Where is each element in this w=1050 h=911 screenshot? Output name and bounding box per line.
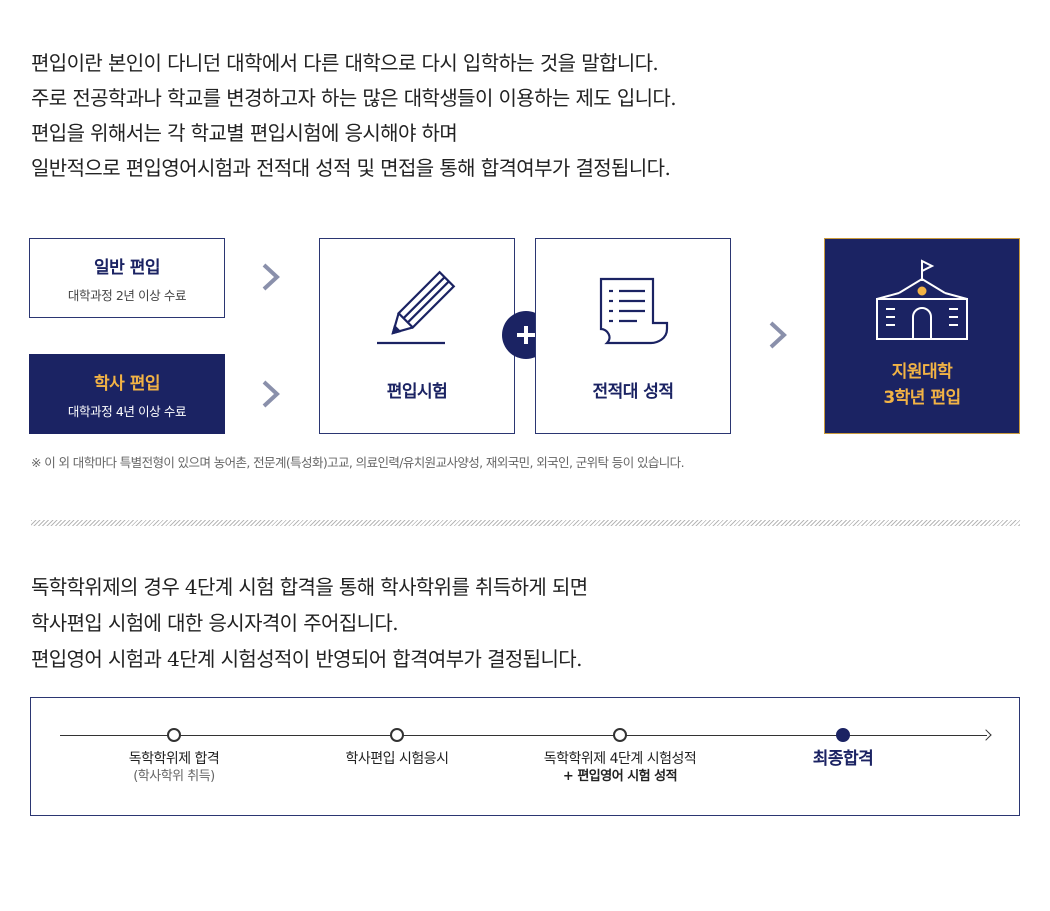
timeline-dot-filled-icon — [836, 728, 850, 742]
section-divider — [31, 520, 1020, 526]
previous-college-grades-label: 전적대 성적 — [592, 382, 674, 402]
pencil-icon — [377, 269, 457, 353]
transfer-exam-box: 편입시험 — [319, 238, 515, 434]
bachelor-transfer-box: 학사 편입 대학과정 4년 이상 수료 — [29, 354, 225, 434]
general-transfer-title: 일반 편입 — [94, 257, 160, 278]
chevron-right-icon — [766, 320, 790, 355]
timeline-step: 독학학위제 4단계 시험성적 + 편입영어 시험 성적 — [500, 728, 740, 786]
bachelor-transfer-desc: 대학과정 4년 이상 수료 — [67, 403, 187, 419]
timeline-line — [60, 735, 987, 736]
bachelor-transfer-title: 학사 편입 — [94, 373, 160, 394]
timeline-step-sub: + 편입영어 시험 성적 — [562, 769, 678, 784]
chevron-right-icon — [259, 379, 283, 414]
process-timeline: 독학학위제 합격 (학사학위 취득) 학사편입 시험응시 독학학위제 4단계 시… — [30, 697, 1020, 816]
timeline-step-label: 학사편입 시험응시 — [345, 751, 450, 767]
general-transfer-desc: 대학과정 2년 이상 수료 — [67, 287, 187, 303]
timeline-step-label: 독학학위제 4단계 시험성적 — [543, 751, 697, 767]
final-admission-box: 지원대학 3학년 편입 — [824, 238, 1020, 434]
self-study-line: 독학학위제의 경우 4단계 시험 합격을 통해 학사학위를 취득하게 되면 — [31, 575, 588, 599]
special-admission-note: ※ 이 외 대학마다 특별전형이 있으며 농어촌, 전문계(특성화)고교, 의료… — [31, 455, 685, 470]
intro-line: 편입을 위해서는 각 학교별 편입시험에 응시해야 하며 — [31, 121, 458, 145]
timeline-step-sub: (학사학위 취득) — [133, 769, 215, 784]
document-list-icon — [597, 277, 669, 349]
previous-college-grades-box: 전적대 성적 — [535, 238, 731, 434]
timeline-dot-icon — [167, 728, 181, 742]
final-admission-line2: 3학년 편입 — [883, 388, 961, 408]
timeline-dot-icon — [390, 728, 404, 742]
timeline-step-label: 최종합격 — [812, 749, 874, 769]
general-transfer-box: 일반 편입 대학과정 2년 이상 수료 — [29, 238, 225, 318]
intro-line: 일반적으로 편입영어시험과 전적대 성적 및 면접을 통해 합격여부가 결정됩니… — [31, 156, 671, 180]
timeline-step: 학사편입 시험응시 — [277, 728, 517, 768]
arrow-right-icon — [980, 729, 992, 741]
final-admission-line1: 지원대학 — [891, 362, 953, 382]
self-study-degree-text: 독학학위제의 경우 4단계 시험 합격을 통해 학사학위를 취득하게 되면 학사… — [31, 569, 1021, 677]
timeline-step: 독학학위제 합격 (학사학위 취득) — [54, 728, 294, 786]
school-building-icon — [873, 257, 971, 347]
chevron-right-icon — [259, 262, 283, 297]
final-admission-label: 지원대학 3학년 편입 — [825, 359, 1019, 411]
intro-line: 편입이란 본인이 다니던 대학에서 다른 대학으로 다시 입학하는 것을 말합니… — [31, 51, 659, 75]
intro-line: 주로 전공학과나 학교를 변경하고자 하는 많은 대학생들이 이용하는 제도 입… — [31, 86, 677, 110]
self-study-line: 편입영어 시험과 4단계 시험성적이 반영되어 합격여부가 결정됩니다. — [31, 647, 582, 671]
timeline-dot-icon — [613, 728, 627, 742]
intro-text: 편입이란 본인이 다니던 대학에서 다른 대학으로 다시 입학하는 것을 말합니… — [31, 46, 1021, 186]
self-study-line: 학사편입 시험에 대한 응시자격이 주어집니다. — [31, 611, 399, 635]
timeline-step-label: 독학학위제 합격 — [128, 751, 220, 767]
timeline-step-final: 최종합격 — [723, 728, 963, 768]
transfer-exam-label: 편입시험 — [386, 382, 448, 402]
